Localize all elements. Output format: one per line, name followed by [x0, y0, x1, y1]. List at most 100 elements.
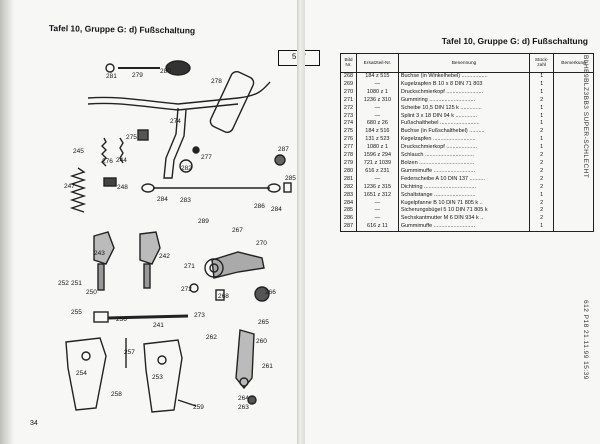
parts-table-wrap: Bild Nr. Ersatzteil-Nr. Benennung Stück-…	[340, 53, 594, 233]
cell-pos: 283	[340, 191, 357, 200]
table-row: 273—Splint 3 x 18 DIN 94 k .............…	[340, 112, 594, 121]
cell-pos: 280	[340, 167, 357, 176]
part-label: 245	[73, 148, 84, 155]
cell-qty: 1	[529, 72, 555, 81]
right-page-title: Tafel 10, Gruppe G: d) Fußschaltung	[441, 36, 588, 46]
cell-qty: 1	[529, 120, 555, 129]
part-label: 263	[238, 404, 249, 411]
cell-pos: 269	[340, 80, 357, 89]
rubber-sleeve-shape	[165, 60, 191, 76]
cell-remarks	[553, 144, 594, 153]
part-label: 242	[159, 253, 170, 260]
header-part-number: Ersatzteil-Nr.	[355, 53, 399, 73]
cell-num: 1236 z 310	[355, 96, 399, 105]
cell-pos: 277	[340, 144, 357, 153]
cell-desc: Druckschmierkopf ....................	[397, 144, 531, 153]
part-label: 282	[181, 165, 192, 172]
part-label: 280	[160, 68, 171, 75]
cell-desc: Kugelzapfen B 10 x 8 DIN 71 803	[397, 80, 531, 89]
cell-pos: 278	[340, 152, 357, 160]
parts-table: Bild Nr. Ersatzteil-Nr. Benennung Stück-…	[340, 53, 594, 233]
part-label: 259	[193, 404, 204, 411]
part-label: 283	[180, 197, 191, 204]
cell-remarks	[553, 191, 594, 200]
cell-num: —	[355, 104, 399, 113]
cell-pos: 270	[340, 88, 357, 97]
part-label: 241	[153, 322, 164, 329]
cell-remarks	[553, 72, 594, 81]
cell-remarks	[553, 175, 594, 184]
cell-qty: 1	[529, 191, 555, 200]
part-label: 276	[102, 158, 113, 165]
cell-num: —	[355, 80, 399, 89]
header-pos: Bild Nr.	[340, 53, 357, 73]
cell-num: 721 z 1039	[355, 159, 399, 168]
cell-pos: 285	[340, 207, 357, 216]
part-label: 250	[86, 289, 97, 296]
cell-desc: Buchse (in Winkelhebel) ................…	[397, 72, 531, 81]
cell-desc: Schaltstange ...........................	[397, 191, 531, 200]
cell-remarks	[553, 215, 594, 224]
cell-desc: Bolzen .................................…	[397, 159, 531, 168]
cell-remarks	[553, 199, 594, 208]
pedal-pad-shape	[209, 71, 255, 133]
cell-qty: 2	[529, 152, 555, 160]
part-label: 262	[206, 334, 217, 341]
cell-num: 1080 z 1	[355, 88, 399, 97]
part-label: 287	[278, 146, 289, 153]
exploded-parts-diagram: 567	[48, 38, 320, 428]
cell-num: 1596 z 294	[355, 152, 399, 160]
cell-pos: 287	[340, 223, 357, 233]
part-label: 286	[254, 203, 265, 210]
cell-qty: 1	[529, 144, 555, 153]
bracket-plate-right-shape	[143, 339, 183, 413]
right-page: Tafel 10, Gruppe G: d) Fußschaltung	[300, 0, 600, 444]
cell-num: 616 z 231	[355, 167, 399, 176]
cell-remarks	[553, 152, 594, 160]
part-label: 289	[198, 218, 209, 225]
cell-num: 1080 z 1	[355, 144, 399, 153]
cell-num: 1236 z 315	[355, 183, 399, 192]
cell-qty: 1	[529, 104, 555, 113]
cell-desc: Dichtring ..............................…	[397, 183, 531, 192]
part-label: 261	[262, 363, 273, 370]
cell-num: 131 z 523	[355, 136, 399, 145]
cell-remarks	[553, 207, 594, 216]
part-label: 265	[258, 319, 269, 326]
cell-num: 1651 z 312	[355, 191, 399, 200]
cell-remarks	[553, 88, 594, 97]
part-label: 252	[58, 280, 69, 287]
pedal-lever-shape	[87, 81, 271, 105]
cell-remarks	[553, 112, 594, 121]
parts-drawing	[65, 60, 292, 413]
cell-qty: 1	[529, 136, 555, 145]
cell-pos: 281	[340, 175, 357, 184]
cell-qty: 2	[529, 96, 555, 105]
cell-desc: Fußschalthebel .........................…	[397, 120, 531, 129]
cell-num: —	[355, 112, 399, 121]
part-label: 258	[111, 391, 122, 398]
page-number: 34	[30, 420, 38, 427]
book-gutter	[297, 0, 305, 444]
part-label: 243	[94, 250, 105, 257]
cell-pos: 282	[340, 183, 357, 192]
cell-qty: 2	[529, 199, 555, 208]
part-label: 248	[117, 184, 128, 191]
part-label: 247	[64, 183, 75, 190]
cell-remarks	[553, 223, 594, 233]
part-label: 285	[285, 175, 296, 182]
cell-desc: Kugelpfanne B 10 DIN 71 805 k ..	[397, 199, 531, 208]
part-label: 284	[157, 196, 168, 203]
cell-remarks	[553, 136, 594, 145]
cell-pos: 268	[340, 72, 357, 81]
